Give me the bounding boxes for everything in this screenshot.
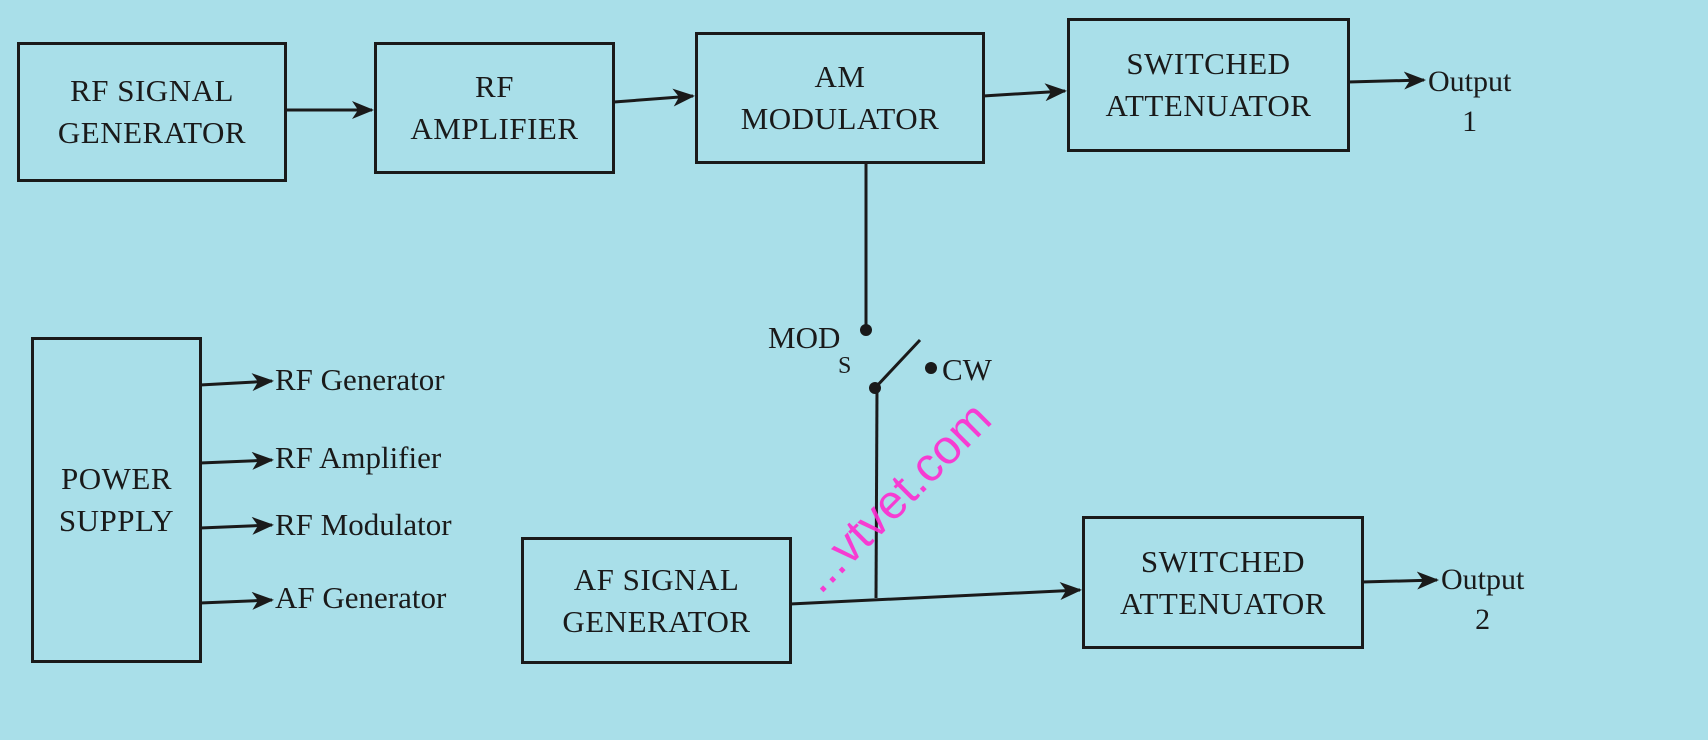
power-supply-line-1: POWER: [61, 461, 172, 496]
rf-signal-generator-block: RF SIGNAL GENERATOR: [17, 42, 287, 182]
power-supply-line-2: SUPPLY: [58, 503, 175, 538]
am-modulator-block: AM MODULATOR: [695, 32, 985, 164]
wire-ps-rf-modulator: [199, 516, 274, 535]
wire-rfamp-to-ammod: [613, 88, 695, 107]
switch-cw-label: CW: [942, 352, 992, 387]
am-modulator-line-2: MODULATOR: [740, 101, 940, 136]
switch-pivot-contact: [869, 382, 881, 394]
ps-output-rf-modulator: RF Modulator: [275, 507, 452, 542]
af-signal-generator-line-2: GENERATOR: [562, 603, 751, 639]
rf-signal-generator-line-1: RF SIGNAL: [70, 73, 234, 108]
output-1-label: Output 1: [1428, 62, 1511, 142]
rf-amplifier-block: RF AMPLIFIER: [374, 42, 615, 174]
switch-mod-contact: [860, 324, 872, 336]
wire-att1-to-output1: [1347, 71, 1426, 90]
switched-attenuator-2-line-2: ATTENUATOR: [1120, 585, 1326, 621]
wire-ps-rf-generator: [199, 373, 274, 392]
switched-attenuator-1-line-2: ATTENUATOR: [1105, 88, 1312, 123]
ps-output-rf-generator: RF Generator: [275, 362, 445, 397]
rf-amplifier-line-2: AMPLIFIER: [410, 111, 579, 146]
ps-output-rf-amplifier: RF Amplifier: [275, 440, 442, 475]
wire-ammod-to-att1: [982, 83, 1067, 102]
rf-signal-generator-line-2: GENERATOR: [57, 115, 247, 150]
wire-afgen-to-att2: [789, 581, 1082, 606]
switched-attenuator-2-line-1: SWITCHED: [1140, 543, 1306, 579]
switch-mod-label: MOD: [768, 320, 841, 355]
switch-blade: [873, 338, 922, 390]
power-supply-block: POWER SUPPLY: [31, 337, 202, 663]
switched-attenuator-2-block: SWITCHED ATTENUATOR: [1082, 516, 1364, 649]
switched-attenuator-1-block: SWITCHED ATTENUATOR: [1067, 18, 1350, 152]
am-modulator-line-1: AM: [814, 59, 866, 94]
af-signal-generator-line-1: AF SIGNAL: [573, 561, 740, 597]
wire-att2-to-output2: [1361, 571, 1439, 590]
wire-ps-af-generator: [199, 591, 274, 610]
output-2-label: Output 2: [1441, 560, 1524, 640]
output-2-word: Output: [1441, 563, 1525, 596]
wire-ps-rf-amplifier: [199, 451, 274, 470]
output-1-number: 1: [1462, 105, 1478, 138]
output-1-word: Output: [1428, 65, 1512, 98]
switch-cw-contact: [925, 362, 937, 374]
wire-switch-to-af-line: [874, 387, 879, 599]
switched-attenuator-1-line-1: SWITCHED: [1126, 46, 1291, 81]
af-signal-generator-block: AF SIGNAL GENERATOR: [521, 537, 792, 664]
rf-amplifier-line-1: RF: [475, 69, 514, 104]
output-2-number: 2: [1475, 603, 1491, 636]
switch-s-label: S: [838, 353, 852, 379]
ps-output-af-generator: AF Generator: [275, 580, 447, 615]
